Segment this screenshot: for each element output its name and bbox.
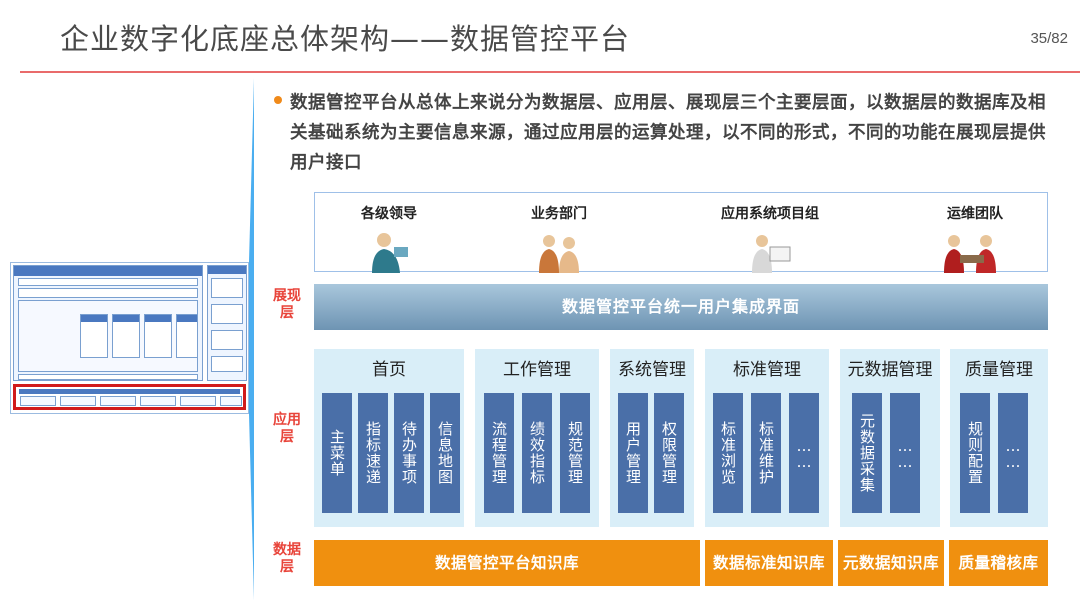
page-number: 35/82 (1030, 30, 1068, 47)
module-item: …… (890, 393, 920, 513)
module-item: 权限管理 (654, 393, 684, 513)
module-item: 用户管理 (618, 393, 648, 513)
kb-quality: 质量稽核库 (949, 540, 1048, 586)
layer-label-application: 应用 层 (273, 412, 301, 445)
description-text: 数据管控平台从总体上来说分为数据层、应用层、展现层三个主要层面，以数据层的数据库… (290, 93, 1046, 173)
module-item: 标准维护 (751, 393, 781, 513)
people-icon (539, 235, 579, 273)
team-meeting-icon (944, 235, 996, 273)
user-roles-panel: 各级领导 业务部门 应用系统项目组 运维团队 (314, 192, 1048, 273)
zoom-funnel (249, 78, 254, 600)
layer-label-data: 数据 层 (273, 542, 301, 575)
module-item: 信息地图 (430, 393, 460, 513)
module-system-management: 系统管理 用户管理 权限管理 (610, 349, 694, 527)
module-item: 绩效指标 (522, 393, 552, 513)
module-quality-management: 质量管理 规则配置 …… (950, 349, 1048, 527)
kb-standard: 数据标准知识库 (705, 540, 833, 586)
kb-metadata: 元数据知识库 (838, 540, 944, 586)
module-item: 主菜单 (322, 393, 352, 513)
role-leaders: 各级领导 (329, 203, 449, 273)
layer-label-presentation: 展现 层 (273, 288, 301, 321)
module-item: 标准浏览 (713, 393, 743, 513)
thumbnail-side-panel (207, 265, 247, 381)
module-item: 流程管理 (484, 393, 514, 513)
module-item: 规范管理 (560, 393, 590, 513)
module-metadata-management: 元数据管理 元数据采集 …… (840, 349, 940, 527)
engineers-icon (752, 235, 791, 273)
module-item: 待办事项 (394, 393, 424, 513)
module-item: 元数据采集 (852, 393, 882, 513)
module-item: …… (789, 393, 819, 513)
role-ops-team: 运维团队 (915, 203, 1035, 273)
module-item: …… (998, 393, 1028, 513)
module-item: 规则配置 (960, 393, 990, 513)
role-business-dept: 业务部门 (499, 203, 619, 273)
person-icon (372, 233, 408, 273)
title-divider (20, 71, 1080, 73)
module-item: 指标速递 (358, 393, 388, 513)
unified-ui-banner: 数据管控平台统一用户集成界面 (314, 284, 1048, 330)
module-standard-management: 标准管理 标准浏览 标准维护 …… (705, 349, 829, 527)
module-work-management: 工作管理 流程管理 绩效指标 规范管理 (475, 349, 599, 527)
bullet-dot (274, 96, 282, 104)
slide-title: 企业数字化底座总体架构——数据管控平台 (60, 22, 631, 56)
role-project-team: 应用系统项目组 (695, 203, 845, 273)
thumbnail-main-panel (13, 265, 203, 381)
architecture-thumbnail (10, 262, 249, 414)
module-home: 首页 主菜单 指标速递 待办事项 信息地图 (314, 349, 464, 527)
thumbnail-platform-highlight (13, 384, 246, 410)
kb-platform: 数据管控平台知识库 (314, 540, 700, 586)
